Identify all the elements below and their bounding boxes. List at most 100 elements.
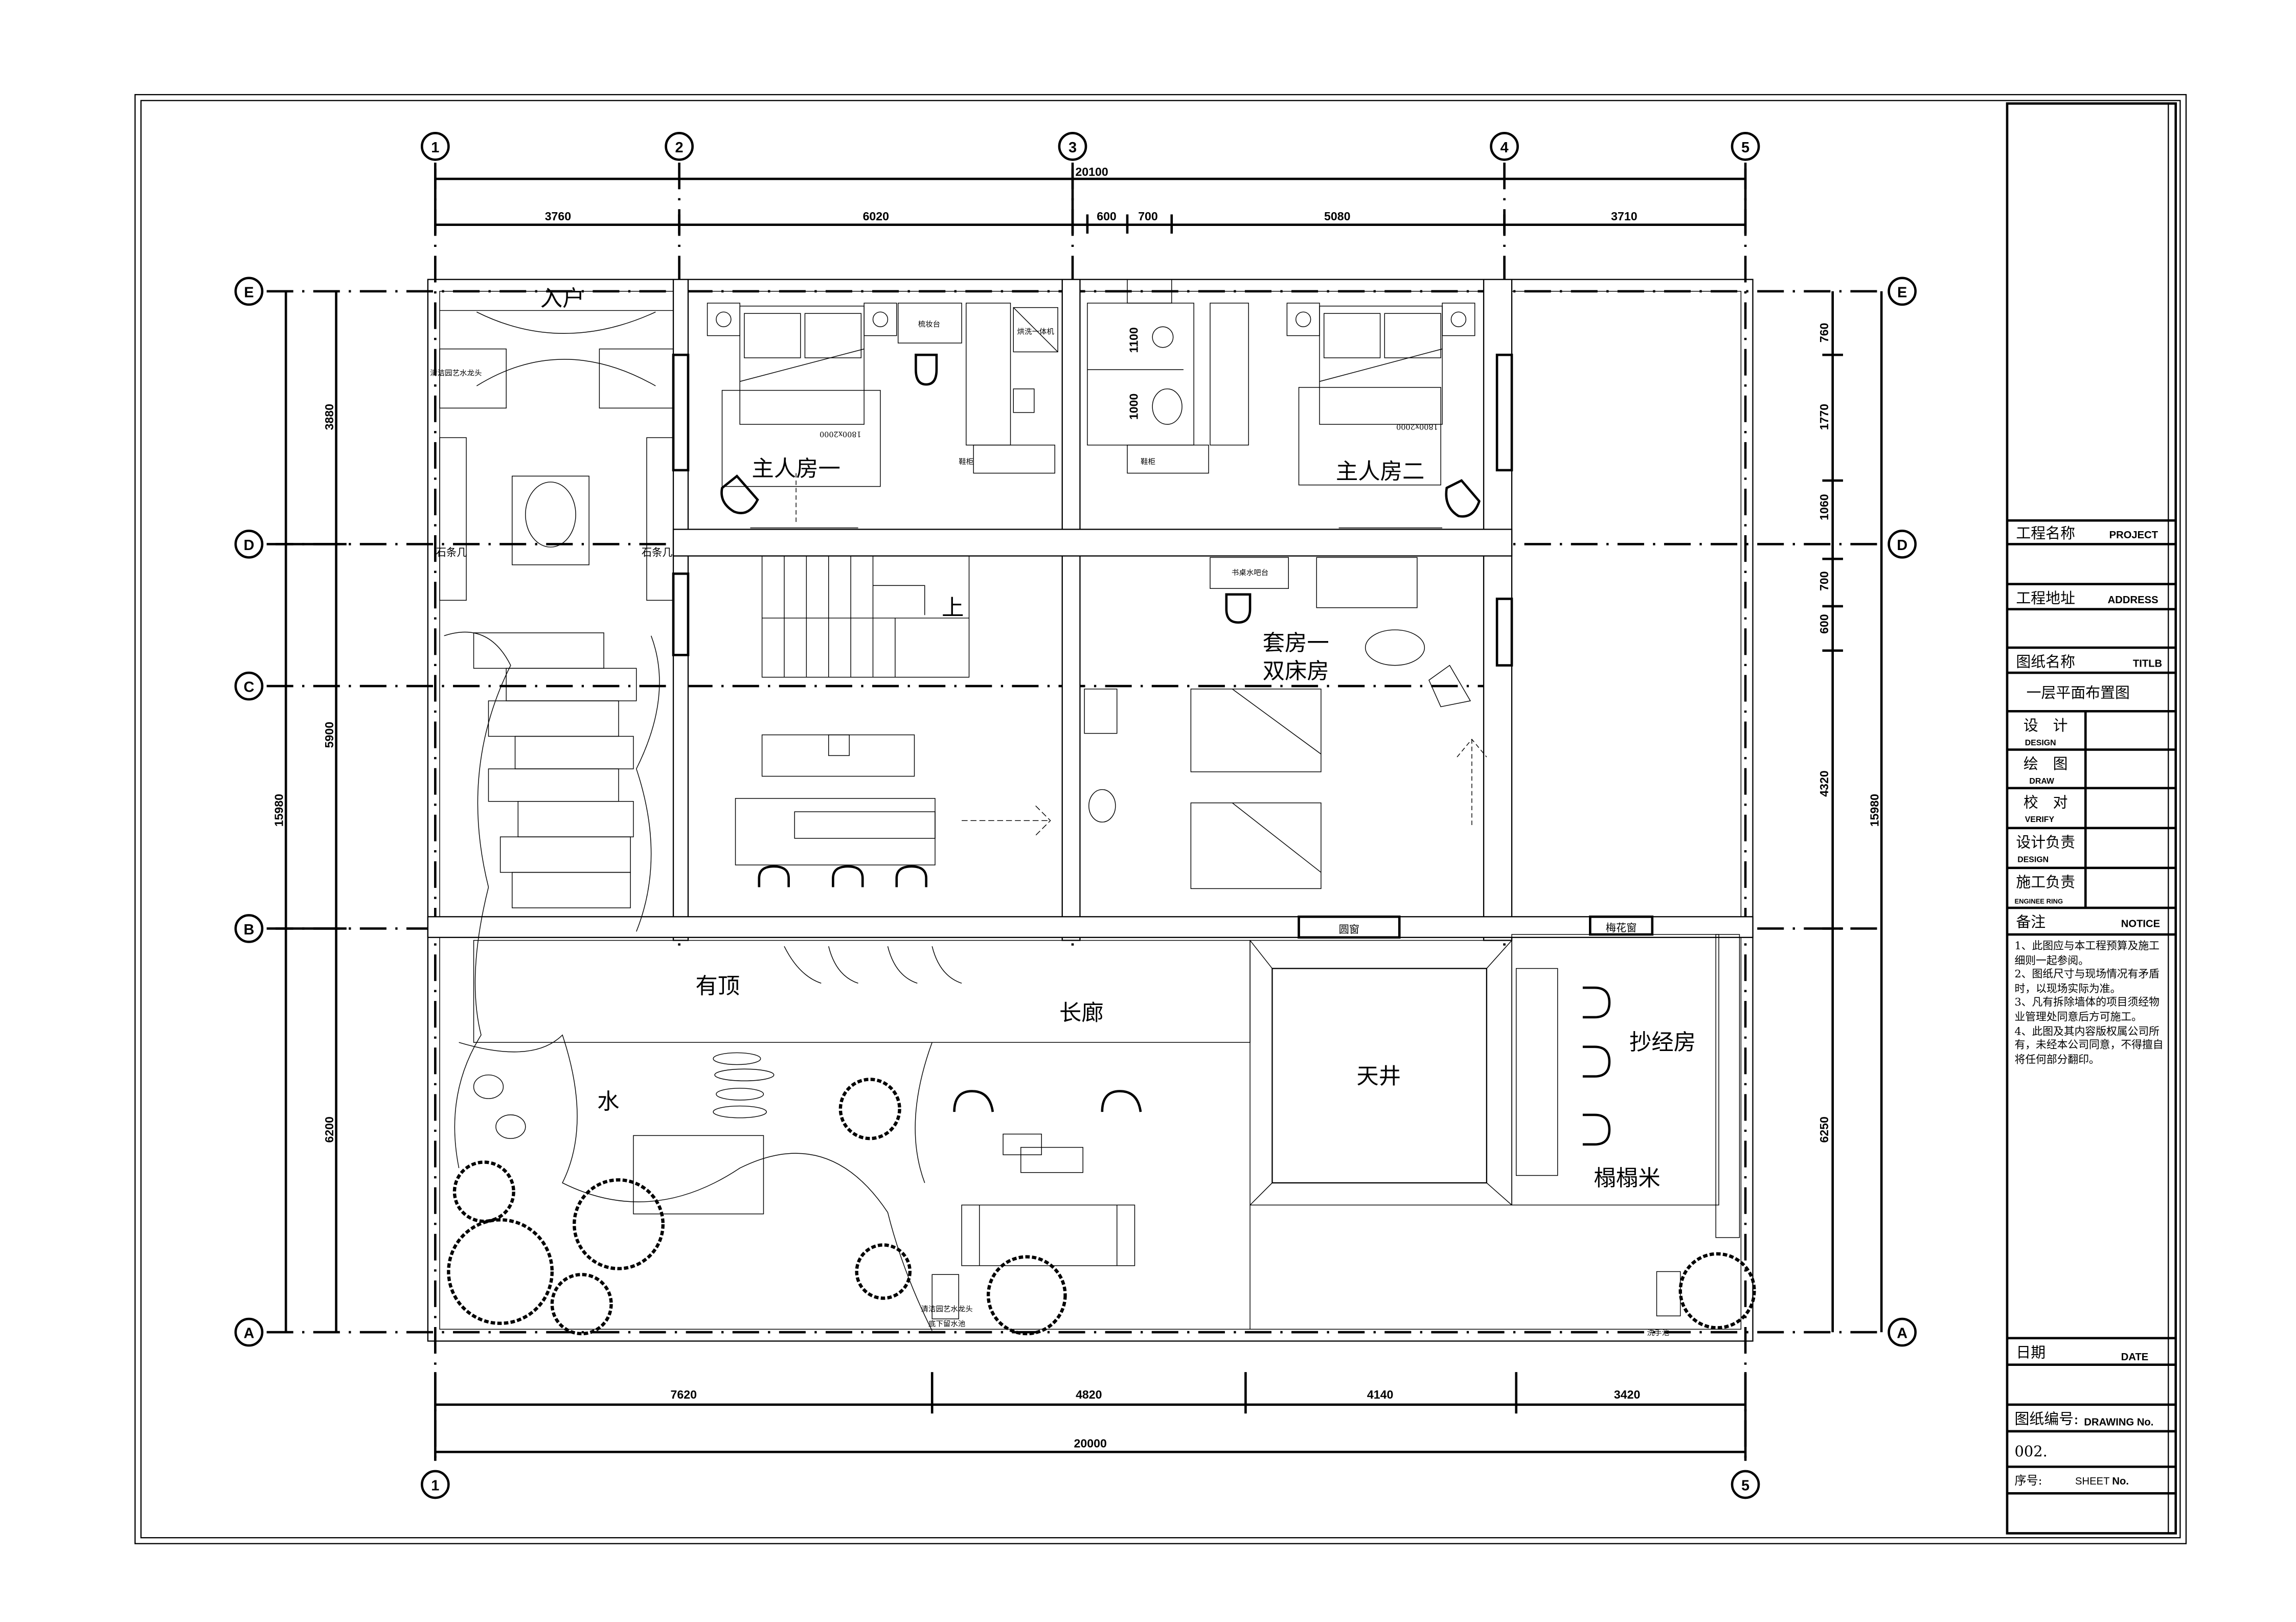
tb-note: 2、图纸尺寸与现场情况有矛盾时，以现场实际为准。 — [2014, 967, 2159, 995]
platform — [633, 1135, 764, 1215]
dresser — [897, 303, 962, 344]
tb-date-label-en: DATE — [2121, 1352, 2149, 1363]
axis-bubble-D-left: D — [234, 530, 264, 559]
svg-text:600: 600 — [1097, 210, 1117, 223]
axis-bubble-A-right: A — [1888, 1317, 1917, 1347]
tb-sheet-label-no: No. — [2112, 1476, 2129, 1487]
tb-verify-label: 校 对 — [2024, 793, 2068, 811]
living-kitchen — [735, 734, 1051, 887]
chair-icon — [915, 353, 938, 386]
garden-stepping-stones — [444, 631, 660, 1169]
svg-text:4320: 4320 — [1817, 770, 1831, 796]
sofa — [1316, 557, 1418, 608]
chair-icon — [1582, 1113, 1611, 1146]
chair-icon — [1225, 593, 1252, 624]
bar-stool-icon — [895, 865, 927, 887]
svg-text:A: A — [1897, 1326, 1907, 1342]
bed — [1190, 689, 1322, 772]
dresser-label: 梳妆台 — [918, 320, 940, 329]
room-label-suite-sub: 双床房 — [1263, 659, 1329, 684]
wash-basin-label: 洗手池 — [1647, 1329, 1669, 1337]
svg-text:600: 600 — [1817, 614, 1831, 634]
tb-design-lead-label: 设计负责 — [2016, 833, 2075, 851]
sheet-border-outer — [134, 94, 2187, 1544]
room-label-suite: 套房一 — [1263, 631, 1329, 656]
tb-sheet-label: 序号: — [2014, 1474, 2042, 1488]
tb-construction-lead-label: 施工负责 — [2016, 873, 2075, 890]
svg-text:700: 700 — [1817, 571, 1831, 591]
tb-title-label-en: TITLB — [2133, 658, 2162, 669]
svg-text:3: 3 — [1069, 140, 1077, 156]
dimension-bottom: 7620 4820 4140 3420 20000 — [434, 1372, 1747, 1461]
tatami-label: 榻榻米 — [1594, 1166, 1661, 1192]
room-label-master-2: 主人房二 — [1336, 459, 1425, 485]
tb-notice-label: 备注 — [2016, 913, 2045, 931]
svg-text:D: D — [243, 537, 254, 554]
svg-text:5: 5 — [1741, 140, 1749, 156]
svg-text:1770: 1770 — [1817, 404, 1831, 430]
bed — [1319, 306, 1443, 425]
bar-stool-icon — [758, 865, 790, 887]
tb-design-lead-label-en: DESIGN — [2017, 855, 2049, 864]
tree-icon — [447, 1218, 554, 1325]
rug — [721, 390, 881, 487]
tb-construction-lead-label-en: ENGINEE RING — [2014, 897, 2063, 905]
round-window — [1298, 915, 1401, 939]
walls — [427, 279, 1754, 1342]
tb-design-label: 设 计 — [2024, 717, 2068, 734]
tree-icon — [855, 1243, 912, 1300]
courtyard-label: 天井 — [1356, 1064, 1401, 1089]
tb-draw-label-en: DRAW — [2029, 777, 2054, 786]
stone-table-label: 石条几 — [642, 546, 673, 559]
shoe-cabinet-label: 鞋柜 — [959, 458, 973, 466]
wc-dimension: 1100 — [1127, 327, 1140, 353]
svg-text:3760: 3760 — [545, 210, 571, 223]
axis-bubble-5: 5 — [1731, 132, 1760, 161]
svg-text:3710: 3710 — [1611, 210, 1637, 223]
svg-text:3880: 3880 — [323, 404, 336, 430]
tb-drawing-title: 一层平面布置图 — [2027, 684, 2130, 701]
master-bedroom-2 — [1286, 303, 1481, 529]
tree-icons — [447, 1078, 1756, 1336]
chair-icon — [1582, 986, 1611, 1019]
svg-text:700: 700 — [1138, 210, 1158, 223]
desk — [1210, 557, 1289, 589]
tb-date-label: 日期 — [2016, 1343, 2045, 1361]
garden-tap-label: 清洁园艺水龙头 — [921, 1305, 973, 1314]
sofa — [961, 1204, 1135, 1266]
axis-bubble-5-bottom: 5 — [1731, 1470, 1760, 1499]
plum-window-label: 梅花窗 — [1606, 922, 1637, 934]
tb-notice-label-en: NOTICE — [2121, 919, 2160, 930]
tree-icon — [550, 1273, 613, 1336]
corridor — [473, 940, 1251, 1043]
axis-bubble-E-left: E — [234, 277, 264, 306]
svg-text:20000: 20000 — [1074, 1437, 1107, 1450]
dimension-top: 20100 3760 6020 600 700 5080 3710 — [434, 165, 1747, 234]
title-block — [2006, 102, 2177, 1535]
axis-bubble-C-left: C — [234, 671, 264, 701]
dimension-right: 760 1770 1060 700 600 4320 6250 15980 — [1817, 291, 1883, 1333]
staircase — [761, 555, 970, 678]
bar-stool-icon — [832, 865, 864, 887]
tree-icon — [573, 1178, 665, 1270]
suite-room — [1084, 557, 1487, 889]
armchair-icon — [953, 1090, 994, 1112]
tb-note: 1、此图应与本工程预算及施工细则一起参阅。 — [2014, 939, 2159, 967]
svg-text:760: 760 — [1817, 323, 1831, 343]
svg-text:4820: 4820 — [1076, 1388, 1102, 1401]
tb-title-label: 图纸名称 — [2016, 653, 2075, 670]
svg-text:A: A — [243, 1326, 254, 1342]
tb-project-label-en: PROJECT — [2109, 530, 2158, 541]
tb-drawing-no-value: 002. — [2014, 1443, 2047, 1460]
tree-icon — [838, 1078, 901, 1140]
axis-bubble-B-left: B — [234, 914, 264, 943]
svg-text:B: B — [243, 922, 254, 938]
sutra-room — [1511, 934, 1740, 1238]
covered-label: 有顶 — [695, 974, 740, 999]
stone-table-label: 石条几 — [436, 546, 467, 559]
svg-text:7620: 7620 — [671, 1388, 697, 1401]
stairs-up-label: 上 — [942, 595, 964, 621]
axis-bubble-4: 4 — [1490, 132, 1519, 161]
tb-address-label-en: ADDRESS — [2108, 595, 2158, 606]
